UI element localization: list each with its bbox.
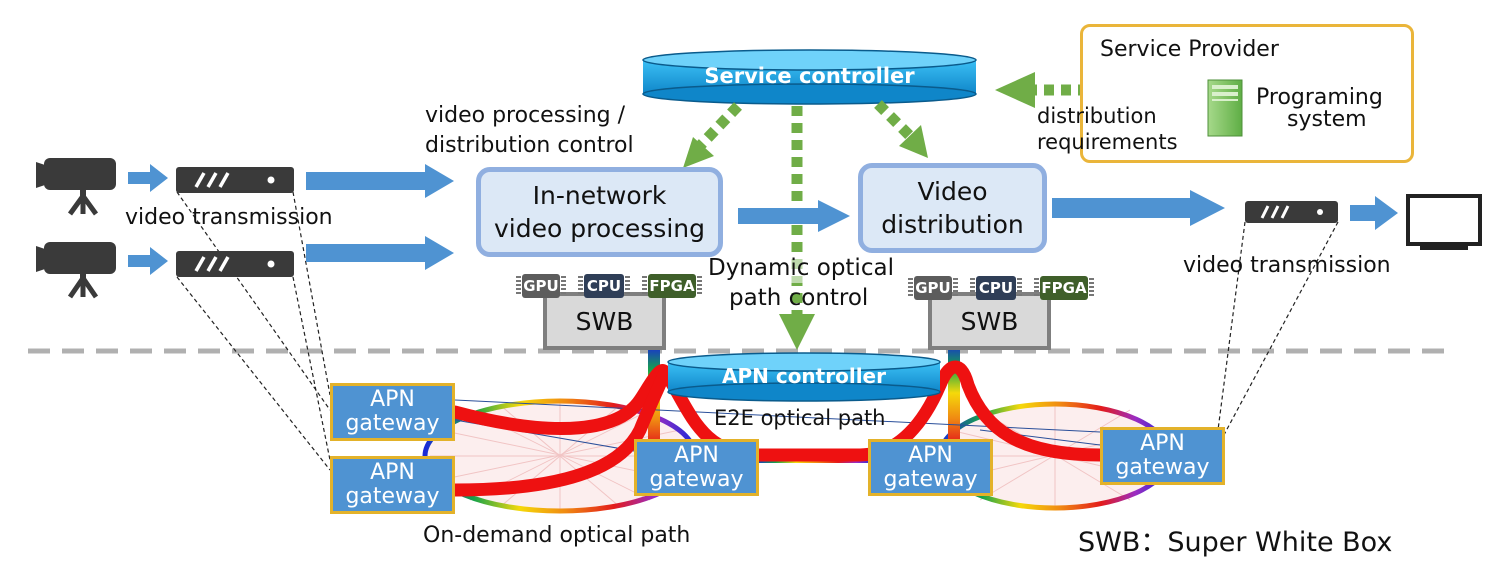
monitor-icon bbox=[1406, 194, 1482, 250]
gateway-line2: gateway bbox=[883, 466, 978, 492]
fpga-chip-right: FPGA bbox=[1034, 276, 1094, 300]
control-label-line2: distribution control bbox=[425, 133, 634, 158]
programing-system-line2: system bbox=[1287, 107, 1367, 132]
video-camera-icon-2 bbox=[36, 242, 116, 299]
service-provider-title: Service Provider bbox=[1100, 37, 1279, 62]
in-network-video-processing-box: In-network video processing bbox=[476, 167, 723, 257]
apn-gateway-center-left: APN gateway bbox=[634, 439, 759, 496]
dynamic-path-line2: path control bbox=[729, 285, 869, 311]
gateway-line1: APN bbox=[1140, 431, 1185, 456]
cpu-chip-left: CPU bbox=[578, 274, 630, 298]
swb-link-right bbox=[948, 342, 960, 444]
apn-gateway-center-right: APN gateway bbox=[868, 439, 993, 496]
gateway-line1: APN bbox=[370, 460, 415, 485]
distribution-requirements-line2: requirements bbox=[1037, 130, 1178, 154]
video-transmission-label-right: video transmission bbox=[1183, 253, 1391, 278]
control-label-line1: video processing / bbox=[425, 103, 626, 128]
apn-controller-label: APN controller bbox=[722, 364, 886, 388]
server-icon bbox=[1207, 79, 1243, 137]
on-demand-paths bbox=[448, 360, 1107, 497]
swb-left: SWB bbox=[543, 292, 666, 350]
video-distribution-line2: distribution bbox=[881, 210, 1024, 239]
encoder-device-icon-3 bbox=[1245, 201, 1338, 223]
in-network-line1: In-network bbox=[532, 181, 667, 210]
programing-system-line1: Programing bbox=[1256, 85, 1383, 110]
fpga-chip-left: FPGA bbox=[642, 274, 702, 298]
service-controller-label: Service controller bbox=[704, 64, 915, 88]
gateway-line1: APN bbox=[908, 442, 953, 468]
gpu-chip-left: GPU bbox=[516, 274, 566, 298]
gateway-line1: APN bbox=[370, 387, 415, 412]
apn-gateway-top-left: APN gateway bbox=[330, 383, 455, 441]
apn-gateway-bottom-left: APN gateway bbox=[330, 456, 455, 514]
gpu-chip-right: GPU bbox=[908, 276, 958, 300]
swb-right: SWB bbox=[928, 292, 1051, 350]
gateway-line1: APN bbox=[674, 442, 719, 468]
video-transmission-label-left: video transmission bbox=[125, 205, 333, 230]
gateway-line2: gateway bbox=[1115, 455, 1210, 480]
video-flow-arrows bbox=[128, 164, 1398, 275]
cpu-chip-right: CPU bbox=[970, 276, 1022, 300]
dynamic-path-line1: Dynamic optical bbox=[708, 253, 894, 283]
swb-legend: SWB：Super White Box bbox=[1078, 527, 1393, 558]
gateway-line2: gateway bbox=[649, 466, 744, 492]
gateway-line2: gateway bbox=[345, 484, 440, 509]
encoder-device-icon-1 bbox=[176, 167, 294, 193]
on-demand-optical-path-label: On-demand optical path bbox=[423, 523, 691, 548]
service-provider-box: Service Provider Programing system bbox=[1080, 24, 1414, 163]
distribution-requirements-line1: distribution bbox=[1037, 104, 1157, 128]
service-controller-cylinder bbox=[642, 49, 977, 105]
apn-gateway-right: APN gateway bbox=[1100, 427, 1225, 485]
apn-controller-cylinder bbox=[667, 352, 941, 402]
encoder-device-icon-2 bbox=[176, 251, 294, 277]
video-camera-icon-1 bbox=[36, 158, 116, 216]
in-network-line2: video processing bbox=[494, 214, 705, 243]
video-distribution-line1: Video bbox=[917, 177, 988, 206]
gateway-line2: gateway bbox=[345, 411, 440, 436]
video-distribution-box: Video distribution bbox=[858, 163, 1047, 253]
e2e-optical-path-label: E2E optical path bbox=[714, 406, 886, 430]
